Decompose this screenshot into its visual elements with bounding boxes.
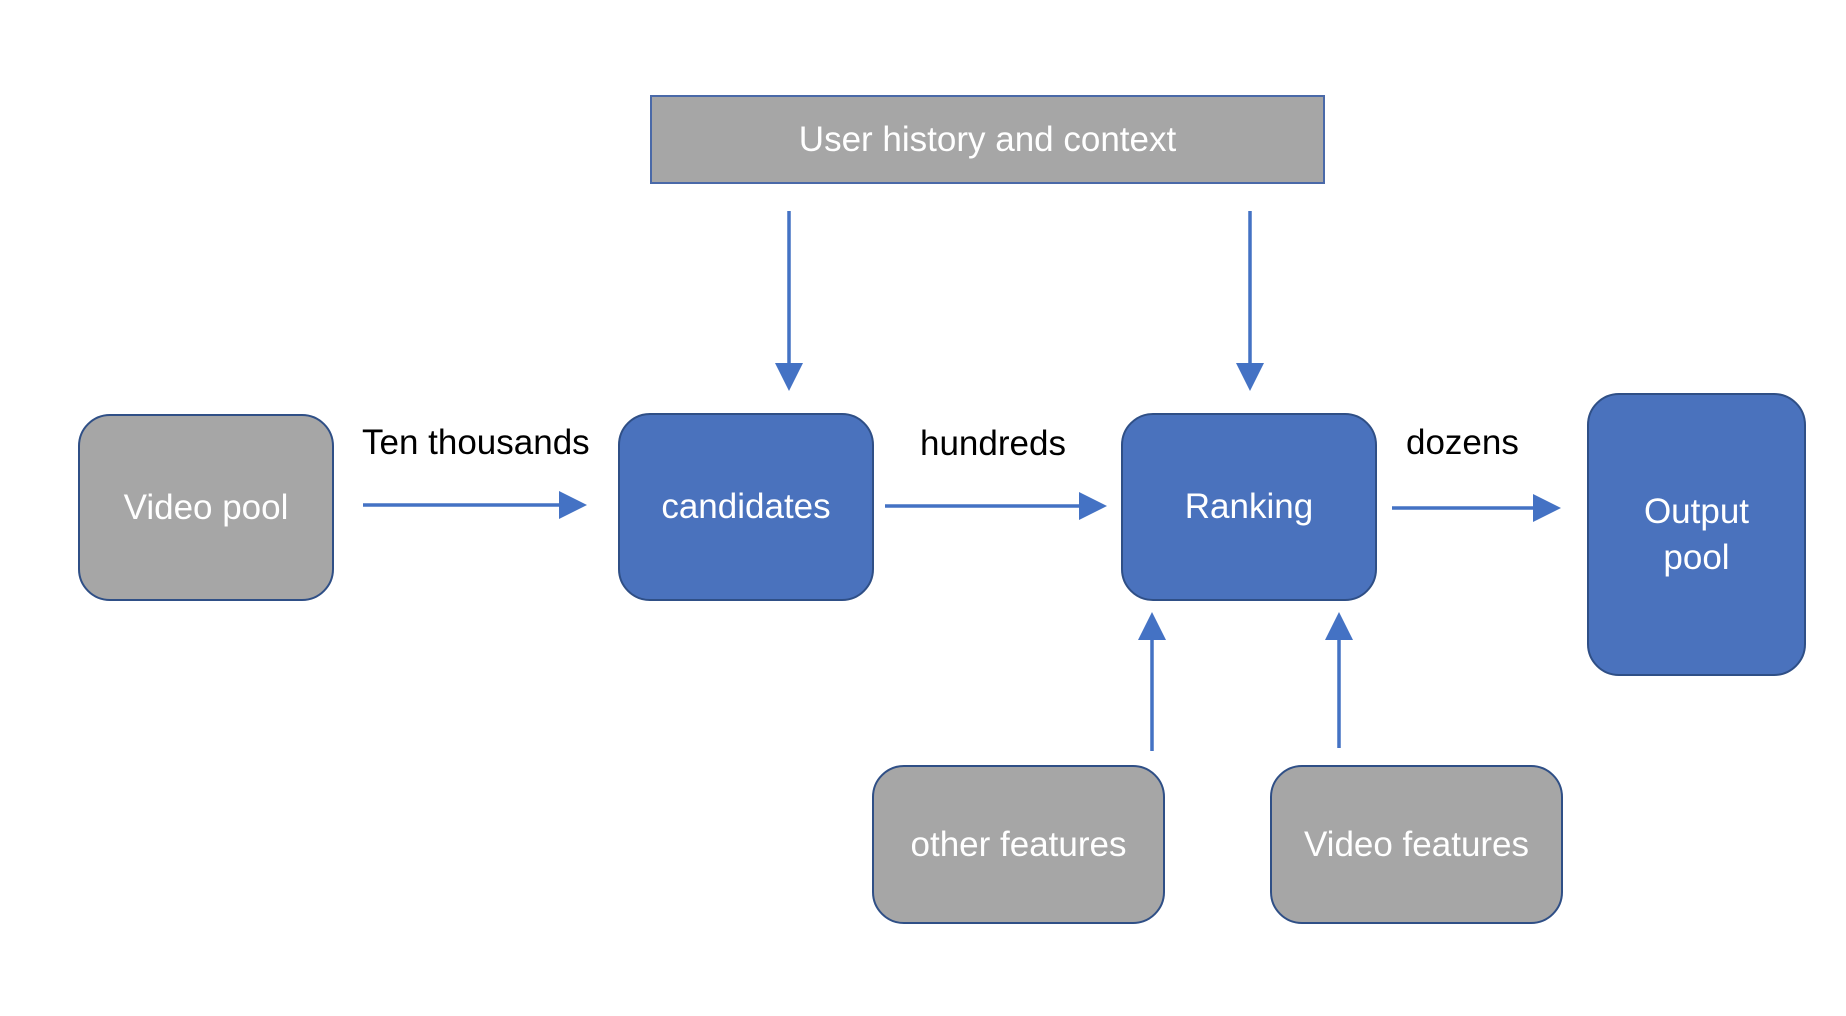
user-history-label: User history and context [798,119,1177,159]
edge-label-dozens: dozens [1406,423,1519,462]
output-pool-label: Output pool [1643,492,1750,577]
candidates-label: candidates [661,487,831,527]
ranking-label: Ranking [1184,487,1314,527]
candidates-box: candidates [618,413,874,601]
other-features-label: other features [910,824,1127,864]
video-pool-label: Video pool [123,487,289,527]
edge-label-hundreds: hundreds [920,424,1066,463]
video-pool-box: Video pool [78,414,334,601]
video-features-box: Video features [1270,765,1563,924]
user-history-box: User history and context [650,95,1325,184]
video-features-label: Video features [1303,824,1530,864]
ranking-box: Ranking [1121,413,1377,601]
output-pool-box: Output pool [1587,393,1806,676]
edge-label-ten-thousands: Ten thousands [362,423,590,462]
other-features-box: other features [872,765,1165,924]
